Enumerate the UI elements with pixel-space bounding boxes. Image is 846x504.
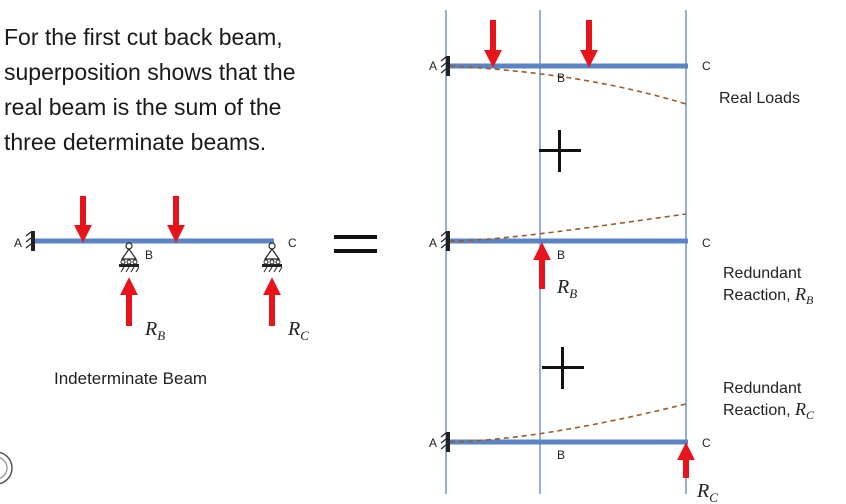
reaction-label-rc: RC [287,318,309,343]
point-label-c: C [702,236,711,250]
point-label-a: A [14,236,22,250]
deflection-curve [449,213,687,242]
plus-sign [542,347,584,389]
intro-line: superposition shows that the [4,59,296,85]
deflection-curve [449,403,687,443]
point-label-b: B [145,248,153,262]
fixed-support-a [446,56,450,76]
reaction-label-rb: RB [556,276,577,301]
intro-line: For the first cut back beam, [4,24,283,50]
deflection-curve [449,65,687,105]
intro-line: real beam is the sum of the [4,94,282,120]
point-label-a: A [429,436,437,450]
indeterminate-beam-caption: Indeterminate Beam [54,369,208,388]
fixed-support-a [446,432,450,452]
fixed-support-hatch [25,231,32,249]
panel-redundant-rc: A B C RC [429,403,718,504]
point-label-c: C [702,436,711,450]
seal-logo [0,451,13,485]
intro-paragraph: For the first cut back beam, superpositi… [4,20,384,160]
point-label-a: A [429,236,437,250]
point-label-c: C [702,59,711,73]
plus-sign [539,130,581,172]
equals-sign [334,235,377,253]
panel-label-redundant-rb: Redundant Reaction, RB [723,265,814,308]
pin-support-b [119,242,140,273]
roller-support-c [262,242,283,273]
panel-redundant-rb: A B C RB [429,213,711,301]
point-label-b: B [557,248,565,262]
fixed-support-a [31,231,35,251]
point-label-c: C [288,236,297,250]
point-label-a: A [429,59,437,73]
reaction-label-rc: RC [696,480,718,504]
reaction-label-rb: RB [144,318,165,343]
panel-real-loads: A B C [429,20,711,105]
alignment-guides [445,10,687,494]
point-label-b: B [557,71,565,85]
fixed-support-a [446,231,450,251]
intro-line: three determinate beams. [4,129,267,155]
point-label-b: B [557,448,565,462]
indeterminate-beam-figure: A B [14,196,309,343]
panel-label-real-loads: Real Loads [719,90,800,107]
panel-label-redundant-rc: Redundant Reaction, RC [723,380,815,423]
